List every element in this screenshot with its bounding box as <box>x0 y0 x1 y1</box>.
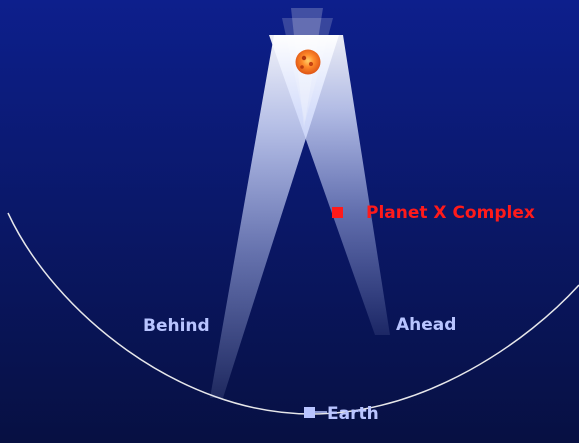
earth-marker-group: Earth <box>304 404 379 424</box>
sun <box>295 49 321 75</box>
earth-marker-icon <box>304 407 315 418</box>
orbit-arc <box>7 212 579 415</box>
planet-x-marker-group: Planet X Complex <box>332 203 535 223</box>
sun-icon <box>295 49 321 75</box>
earth-label: Earth <box>327 404 379 424</box>
sun-spot-2 <box>308 61 314 67</box>
planet-x-marker-icon <box>332 207 343 218</box>
right-beam <box>269 35 390 335</box>
planet-x-label: Planet X Complex <box>366 203 535 223</box>
behind-label: Behind <box>143 316 210 336</box>
sun-spot-1 <box>301 55 307 61</box>
sun-spot-3 <box>300 65 304 69</box>
ahead-label: Ahead <box>396 315 456 335</box>
